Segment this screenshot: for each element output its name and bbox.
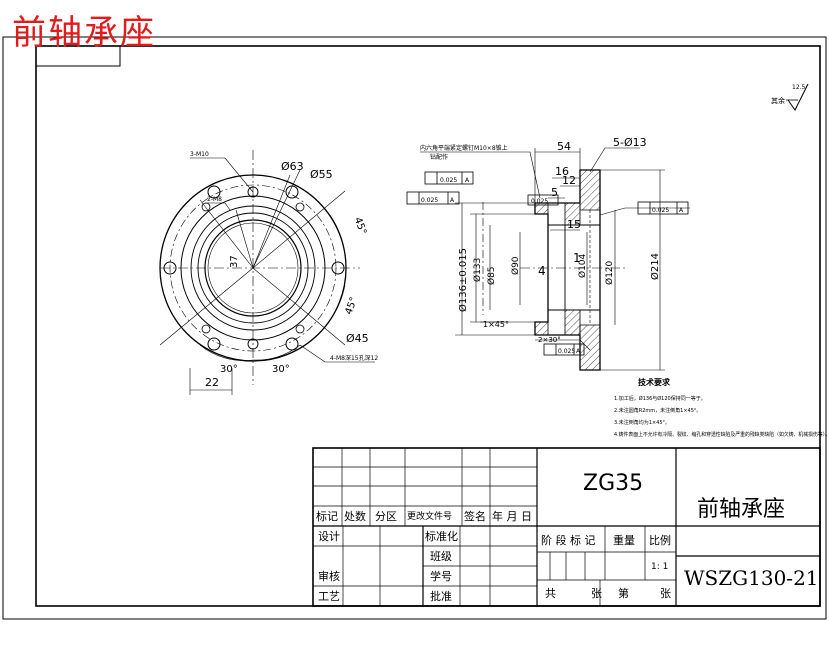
tech-req-item-4: 4.铸件表面上不允许有冷隔、裂纹、缩孔和穿透性缺陷及严重的残缺类缺陷（如欠铸、机… [614,431,830,438]
tb-review: 审核 [318,570,340,583]
tb-weight: 重量 [613,534,635,547]
tb-hdr-date: 年 月 日 [492,510,532,523]
tech-req-item-3: 3.未注倒角均为1×45°。 [614,419,670,426]
front-hole-note-1: 3-M10 [190,151,209,158]
tb-page: 第 [618,587,629,600]
fcf-4 [543,343,585,356]
sec-d90: Ø90 [510,256,521,275]
sec-ref-a2: A [450,197,455,204]
tb-hdr-sign: 签名 [464,510,486,523]
sec-holes-13: 5-Ø13 [613,136,647,149]
sec-tol-3: 0.025 [652,207,669,214]
fcf-1 [424,171,474,185]
fcf-5 [527,194,559,206]
roughness-value: 12.5 [792,84,806,91]
tb-hdr-mark: 标记 [316,510,338,523]
fcf-2 [406,191,460,205]
tb-standardize: 标准化 [425,530,458,543]
front-d45: Ø45 [346,332,369,345]
roughness-label: 其余 [771,96,785,105]
front-d63: Ø63 [281,160,304,173]
sec-dim-15: 15 [567,218,581,231]
front-angle-45b: 45° [344,296,360,316]
tb-sheets: 张 [591,587,602,600]
tb-drawing-no: WSZG130-21 [684,566,819,590]
tb-class: 班级 [430,550,452,563]
tb-scale: 比例 [649,534,671,547]
sec-tol-2: 0.025 [421,197,438,204]
sec-dim-12: 12 [562,174,576,187]
tb-page-sheets: 张 [660,587,671,600]
sec-dim-54: 54 [557,140,571,153]
front-hole-note-2: 2-M8 [207,196,222,203]
sec-d133: Ø133 [472,258,483,282]
tb-scale-val: 1: 1 [651,562,669,572]
sec-ref-a4: A [576,348,581,355]
tb-stage: 阶 段 标 记 [541,534,596,547]
tb-part-name: 前轴承座 [697,497,786,522]
sec-tol-1: 0.025 [440,177,457,184]
sec-dim-4: 4 [538,264,546,278]
tb-total: 共 [545,587,556,600]
tb-approve: 批准 [430,590,452,603]
tb-hdr-doc: 更改文件号 [407,512,453,522]
sec-chamfer-1: 1×45° [483,320,509,329]
front-dim-37: 37 [229,255,240,268]
sec-chamfer-2: 2×30° [538,336,561,344]
tb-hdr-count: 处数 [344,510,366,523]
title-block-grid [312,447,821,607]
sec-d120: Ø120 [604,260,615,285]
sec-ref-a1: A [465,177,470,184]
sec-d104: Ø104 [577,253,588,278]
sec-note-top: 内六角平端紧定螺钉M10×8锥上 [420,144,508,152]
tech-req-item-2: 2.未注圆角R2mm，未注倒角1×45°。 [614,407,701,414]
sec-ref-a3: A [679,207,684,214]
sec-d214: Ø214 [649,253,661,280]
sec-dim-1: 1 [573,251,581,265]
sec-dim-16: 16 [555,165,569,178]
tb-material: ZG35 [583,471,644,496]
tb-student-no: 学号 [430,570,452,583]
front-d55: Ø55 [310,168,333,181]
overlay-title: 前轴承座 [12,13,156,53]
fcf-3 [637,201,689,215]
tb-hdr-zone: 分区 [375,510,397,523]
front-angle-45a: 45° [352,216,368,236]
sec-d85: Ø85 [486,266,497,285]
tb-design: 设计 [318,530,340,543]
sec-note-top2: 钻配作 [430,153,448,161]
front-angle-30a: 30° [220,364,238,375]
tech-req-title: 技术要求 [638,377,671,387]
sec-d136: Ø136±0.015 [457,248,469,312]
sec-tol-5: 0.025 [531,198,548,205]
roughness-symbol [786,83,809,111]
tb-process: 工艺 [318,590,340,603]
front-dim-22: 22 [205,376,219,389]
sheet-border [2,36,827,620]
front-hole-note-3: 4-M8深15孔深12 [330,354,378,362]
sec-tol-4: 0.025 [558,348,575,355]
front-angle-30b: 30° [272,364,290,375]
section-view [420,147,690,371]
tech-req-item-1: 1.加工后，Ø136与Ø120保持同一等于。 [614,395,706,402]
corner-box [35,45,121,67]
sec-dim-5: 5 [551,186,558,199]
